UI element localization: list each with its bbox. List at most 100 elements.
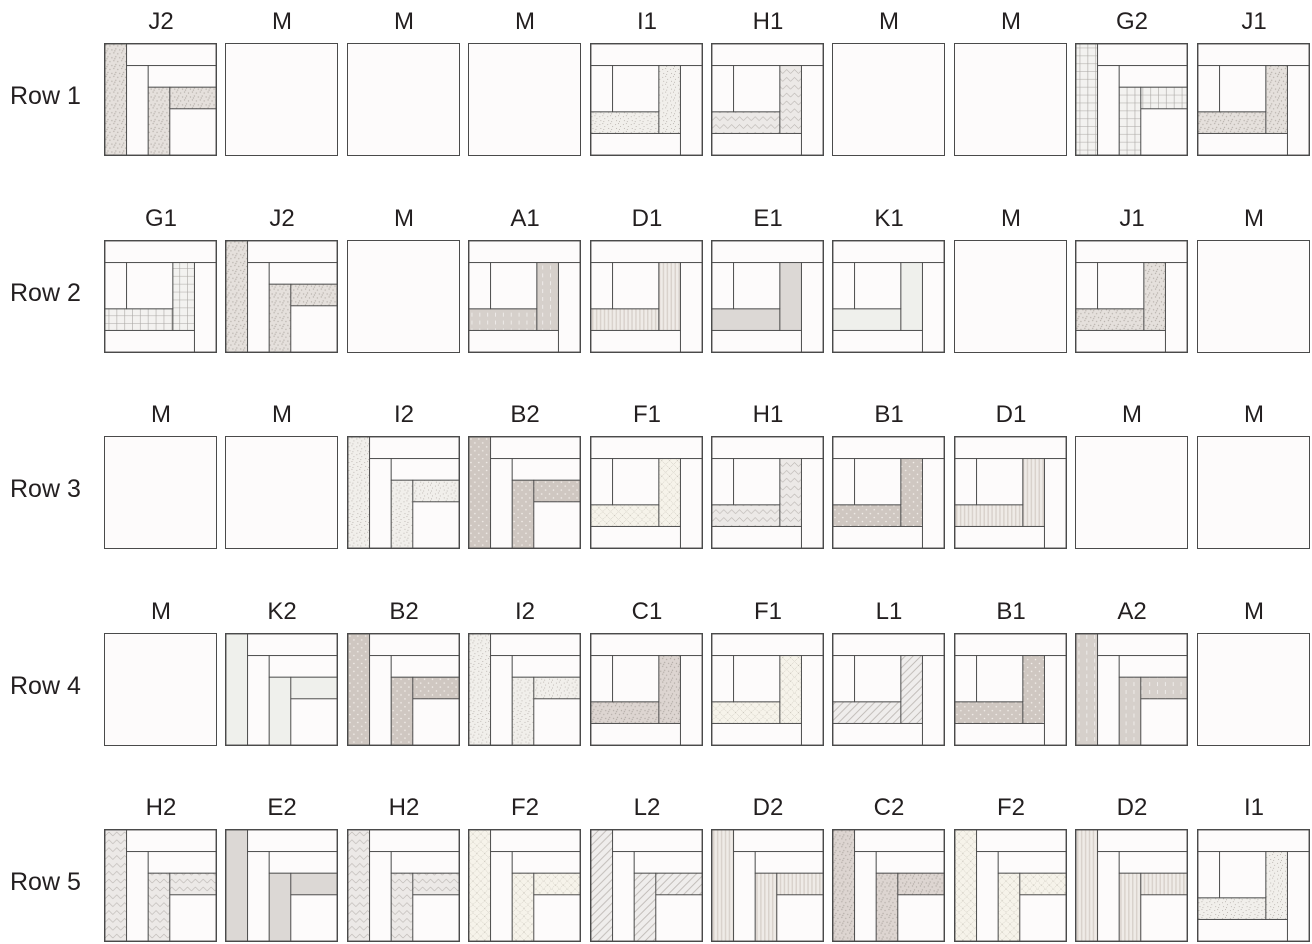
block-strip bbox=[491, 263, 537, 309]
block-strip bbox=[833, 263, 855, 309]
block-pattern bbox=[591, 44, 702, 155]
block-code-label: G2 bbox=[1075, 8, 1189, 36]
block-strip bbox=[1119, 852, 1187, 874]
block-strip bbox=[1098, 263, 1144, 309]
block-strip bbox=[780, 459, 802, 527]
block-strip bbox=[591, 263, 613, 309]
block-strip bbox=[291, 306, 337, 352]
block-strip bbox=[413, 480, 459, 502]
block-strip bbox=[148, 87, 170, 155]
quilt-block bbox=[1197, 43, 1310, 156]
block-strip bbox=[1076, 263, 1098, 309]
block-strip bbox=[712, 263, 734, 309]
block-strip bbox=[512, 480, 534, 548]
block-strip bbox=[659, 656, 681, 724]
block-strip bbox=[712, 241, 823, 263]
block-strip bbox=[1020, 895, 1066, 941]
block-strip bbox=[1119, 873, 1141, 941]
block-strip bbox=[901, 656, 923, 724]
block-strip bbox=[922, 656, 944, 745]
block-strip bbox=[833, 459, 855, 505]
block-strip bbox=[1266, 66, 1288, 134]
quilt-block bbox=[711, 633, 824, 746]
block-code-label: M bbox=[347, 205, 461, 233]
block-strip bbox=[898, 895, 944, 941]
block-strip bbox=[512, 677, 534, 745]
block-strip bbox=[659, 263, 681, 331]
block-code-label: D2 bbox=[711, 794, 825, 822]
block-strip bbox=[833, 505, 901, 527]
block-strip bbox=[534, 480, 580, 502]
block-code-label: E1 bbox=[711, 205, 825, 233]
block-pattern bbox=[591, 241, 702, 352]
quilt-block bbox=[347, 829, 460, 942]
block-strip bbox=[898, 873, 944, 895]
block-strip bbox=[977, 830, 1066, 852]
block-strip bbox=[558, 263, 580, 352]
block-strip bbox=[591, 656, 613, 702]
block-strip bbox=[1141, 87, 1187, 109]
empty-block bbox=[468, 43, 581, 156]
block-strip bbox=[833, 309, 901, 331]
block-strip bbox=[955, 830, 977, 941]
block-pattern bbox=[833, 830, 944, 941]
quilt-block bbox=[1075, 240, 1188, 353]
block-strip bbox=[1287, 852, 1309, 941]
block-strip bbox=[1076, 241, 1187, 263]
quilt-block bbox=[711, 43, 824, 156]
block-strip bbox=[491, 437, 580, 459]
block-strip bbox=[801, 66, 823, 155]
block-strip bbox=[855, 263, 901, 309]
block-strip bbox=[391, 459, 459, 481]
block-strip bbox=[127, 830, 216, 852]
quilt-block bbox=[590, 633, 703, 746]
block-strip bbox=[370, 437, 459, 459]
block-strip bbox=[413, 677, 459, 699]
quilt-block bbox=[711, 240, 824, 353]
block-strip bbox=[248, 241, 337, 263]
block-strip bbox=[712, 133, 801, 155]
quilt-block bbox=[954, 633, 1067, 746]
block-strip bbox=[734, 263, 780, 309]
block-strip bbox=[1119, 87, 1141, 155]
quilt-block bbox=[590, 829, 703, 942]
block-strip bbox=[512, 873, 534, 941]
block-pattern bbox=[105, 830, 216, 941]
block-strip bbox=[591, 309, 659, 331]
block-strip bbox=[833, 830, 855, 941]
block-strip bbox=[291, 284, 337, 306]
block-strip bbox=[712, 702, 780, 724]
block-strip bbox=[680, 656, 702, 745]
block-code-label: J2 bbox=[104, 8, 218, 36]
block-strip bbox=[1076, 44, 1098, 155]
block-strip bbox=[955, 656, 977, 702]
block-strip bbox=[712, 723, 801, 745]
block-strip bbox=[370, 830, 459, 852]
block-strip bbox=[977, 656, 1023, 702]
empty-block bbox=[1075, 436, 1188, 549]
block-pattern bbox=[591, 437, 702, 548]
quilt-block bbox=[347, 633, 460, 746]
block-strip bbox=[1165, 263, 1187, 352]
block-strip bbox=[269, 677, 291, 745]
block-strip bbox=[613, 263, 659, 309]
block-code-label: F2 bbox=[468, 794, 582, 822]
block-strip bbox=[105, 830, 127, 941]
block-code-label: K2 bbox=[225, 598, 339, 626]
block-strip bbox=[173, 263, 195, 331]
block-strip bbox=[370, 459, 392, 548]
block-strip bbox=[712, 459, 734, 505]
block-code-label: J2 bbox=[225, 205, 339, 233]
block-strip bbox=[512, 656, 580, 678]
block-strip bbox=[712, 505, 780, 527]
empty-block bbox=[1197, 240, 1310, 353]
block-strip bbox=[955, 437, 1066, 459]
block-strip bbox=[1076, 830, 1098, 941]
block-code-label: A1 bbox=[468, 205, 582, 233]
block-strip bbox=[469, 241, 580, 263]
block-strip bbox=[998, 873, 1020, 941]
block-code-label: I2 bbox=[347, 401, 461, 429]
block-strip bbox=[659, 66, 681, 134]
block-strip bbox=[1098, 44, 1187, 66]
